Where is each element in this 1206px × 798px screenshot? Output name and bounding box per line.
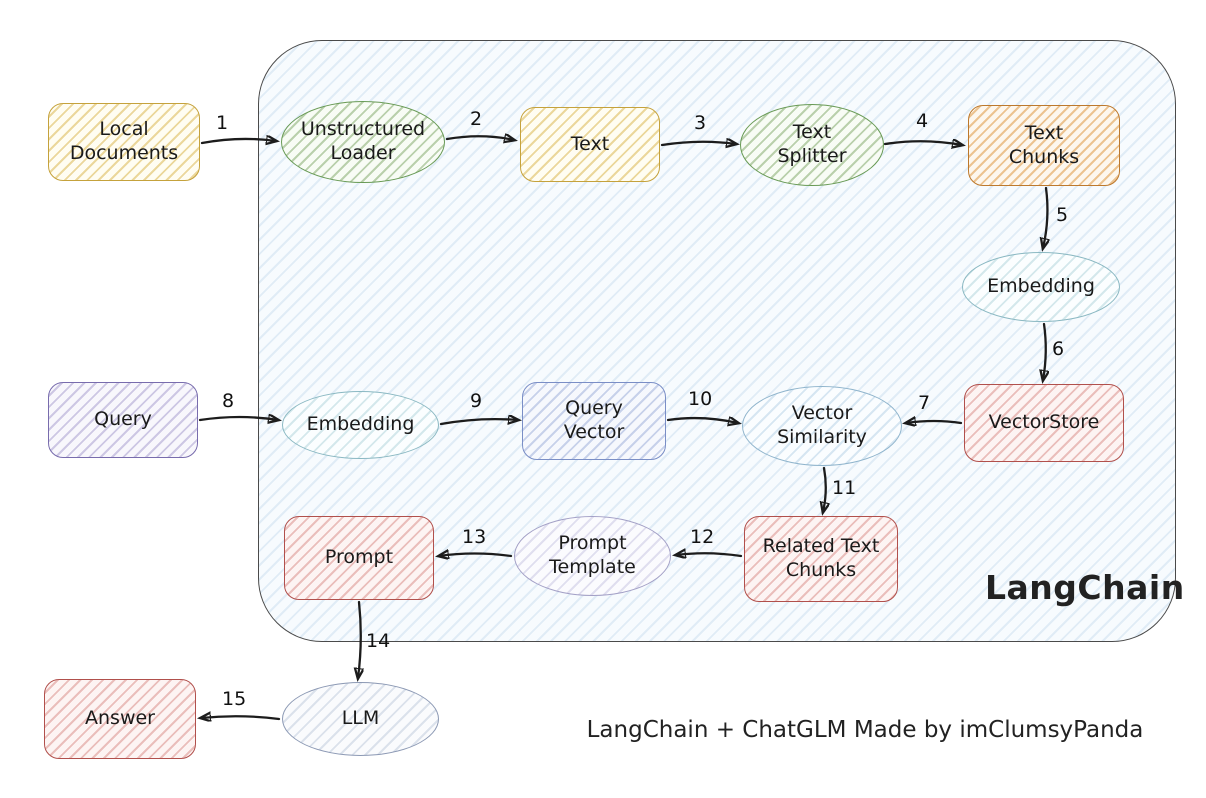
node-answer: Answer (44, 679, 196, 759)
diagram-caption: LangChain + ChatGLM Made by imClumsyPand… (586, 717, 1144, 743)
arrow-15 (201, 716, 281, 719)
edge-label-13: 13 (462, 526, 487, 548)
node-prompt: Prompt (284, 516, 434, 600)
edge-label-2: 2 (470, 108, 483, 130)
node-label: Text Splitter (777, 121, 847, 167)
edge-label-11: 11 (832, 477, 857, 499)
edge-label-1: 1 (216, 112, 229, 134)
edge-label-14: 14 (366, 630, 391, 652)
edge-label-15: 15 (222, 688, 247, 710)
edge-label-7: 7 (918, 392, 931, 414)
node-label: Related Text Chunks (762, 535, 880, 581)
edge-label-12: 12 (690, 526, 715, 548)
node-label: Unstructured Loader (300, 118, 426, 164)
node-query: Query (48, 382, 198, 458)
node-embedding-docs: Embedding (962, 252, 1120, 322)
node-related-text-chunks: Related Text Chunks (744, 516, 898, 602)
node-query-vector: Query Vector (522, 382, 666, 460)
node-label: Vector Similarity (777, 402, 867, 448)
node-text-chunks: Text Chunks (968, 105, 1120, 186)
edge-label-6: 6 (1052, 338, 1065, 360)
edge-label-3: 3 (694, 112, 707, 134)
node-local-documents: Local Documents (48, 103, 200, 181)
node-vectorstore: VectorStore (964, 384, 1124, 462)
node-label: Prompt Template (549, 532, 636, 578)
edge-label-8: 8 (222, 390, 235, 412)
node-label: Local Documents (69, 118, 179, 164)
node-unstructured-loader: Unstructured Loader (281, 101, 445, 183)
node-text-splitter: Text Splitter (740, 104, 884, 186)
node-label: Embedding (987, 275, 1095, 298)
node-label: VectorStore (988, 411, 1100, 434)
node-embedding-query: Embedding (282, 391, 439, 459)
node-prompt-template: Prompt Template (514, 516, 671, 596)
node-label: Prompt (324, 546, 394, 569)
node-label: Text Chunks (1008, 121, 1080, 168)
node-label: Embedding (306, 413, 415, 436)
edge-label-9: 9 (470, 390, 483, 412)
node-label: Text (570, 132, 610, 155)
edge-label-5: 5 (1056, 204, 1069, 226)
edge-label-10: 10 (688, 388, 713, 410)
node-vector-similarity: Vector Similarity (742, 386, 902, 466)
edge-label-4: 4 (916, 110, 929, 132)
node-label: Query Vector (563, 397, 625, 443)
node-label: Answer (85, 707, 155, 730)
node-label: Query (94, 408, 152, 431)
node-text: Text (520, 107, 660, 182)
node-llm: LLM (282, 682, 439, 756)
langchain-title: LangChain (985, 568, 1185, 607)
node-label: LLM (341, 707, 380, 730)
